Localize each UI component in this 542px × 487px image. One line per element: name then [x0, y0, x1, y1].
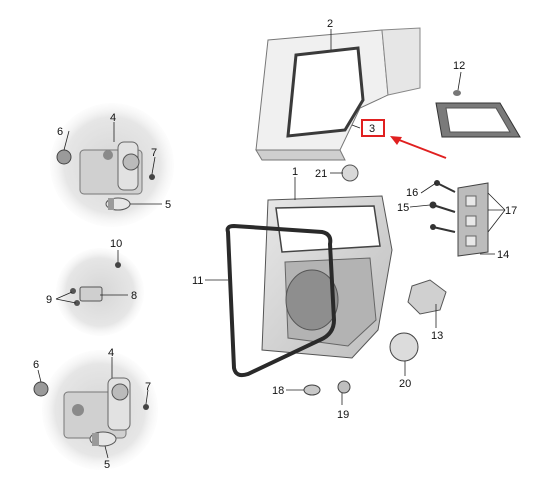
highlight-arrow [393, 137, 447, 159]
label-9: 9 [46, 294, 52, 306]
quarter-window-glass [435, 90, 521, 138]
bolt-icon [33, 381, 49, 397]
highlight-box [361, 119, 385, 137]
lower-hinge-inset [33, 350, 158, 470]
label-6-lower: 6 [33, 359, 39, 371]
label-1: 1 [292, 166, 298, 178]
cap-21 [341, 164, 359, 182]
label-4-lower: 4 [108, 347, 114, 359]
leader-lines [37, 29, 506, 459]
clip-18 [303, 384, 321, 396]
trim-bracket [429, 180, 489, 257]
bolt-icon [56, 149, 72, 165]
upper-hinge-inset [50, 103, 174, 227]
clip-19 [337, 380, 351, 394]
label-15: 15 [397, 202, 409, 214]
cap-20 [389, 332, 419, 362]
label-5-lower: 5 [104, 459, 110, 471]
arrowhead-icon [390, 136, 402, 145]
door-seal [225, 223, 337, 378]
label-10: 10 [110, 238, 122, 250]
label-6-upper: 6 [57, 126, 63, 138]
label-20: 20 [399, 378, 411, 390]
label-8: 8 [131, 290, 137, 302]
label-5-upper: 5 [165, 199, 171, 211]
label-14: 14 [497, 249, 509, 261]
label-4-upper: 4 [110, 112, 116, 124]
body-side-panel [255, 27, 421, 182]
part-labels: 2 3 21 1 11 12 16 15 17 14 13 20 18 19 6… [33, 18, 517, 471]
label-16: 16 [406, 187, 418, 199]
label-11: 11 [192, 275, 203, 287]
label-13: 13 [431, 330, 443, 342]
label-19: 19 [337, 409, 349, 421]
label-17: 17 [505, 205, 517, 217]
label-3: 3 [369, 123, 375, 135]
label-12: 12 [453, 60, 465, 72]
label-2: 2 [327, 18, 333, 30]
cover-13 [407, 279, 447, 315]
label-18: 18 [272, 385, 284, 397]
rear-door-shell [261, 195, 393, 359]
door-check-inset [56, 248, 144, 336]
label-21: 21 [315, 168, 327, 180]
label-7-lower: 7 [145, 381, 151, 393]
label-7-upper: 7 [151, 147, 157, 159]
